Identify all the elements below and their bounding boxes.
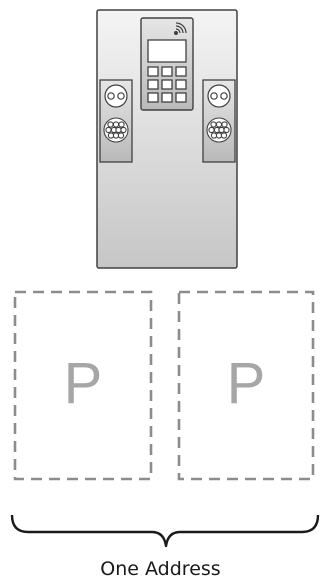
right-socket-panel (202, 79, 236, 163)
keypad-key (175, 66, 187, 77)
wireless-signal-icon (174, 22, 187, 36)
keypad-key (161, 92, 173, 103)
keypad-key (147, 92, 159, 103)
ev-charging-station-icon (96, 9, 238, 269)
parking-letter-left: P (63, 351, 103, 416)
keypad-key (147, 66, 159, 77)
keypad-key (147, 79, 159, 90)
connector-icon (103, 117, 129, 143)
left-socket-panel (99, 79, 133, 163)
connector-icon (206, 117, 232, 143)
charger-display-screen (147, 39, 187, 63)
keypad-key (161, 79, 173, 90)
charger-keypad (147, 66, 187, 103)
socket-icon (104, 84, 128, 108)
keypad-key (175, 92, 187, 103)
address-brace (10, 514, 320, 548)
parking-letter-right: P (226, 351, 266, 416)
socket-icon (207, 84, 231, 108)
parking-space-right (177, 290, 315, 481)
charger-body (96, 9, 238, 269)
keypad-key (175, 79, 187, 90)
keypad-key (161, 66, 173, 77)
address-caption: One Address (100, 558, 221, 580)
